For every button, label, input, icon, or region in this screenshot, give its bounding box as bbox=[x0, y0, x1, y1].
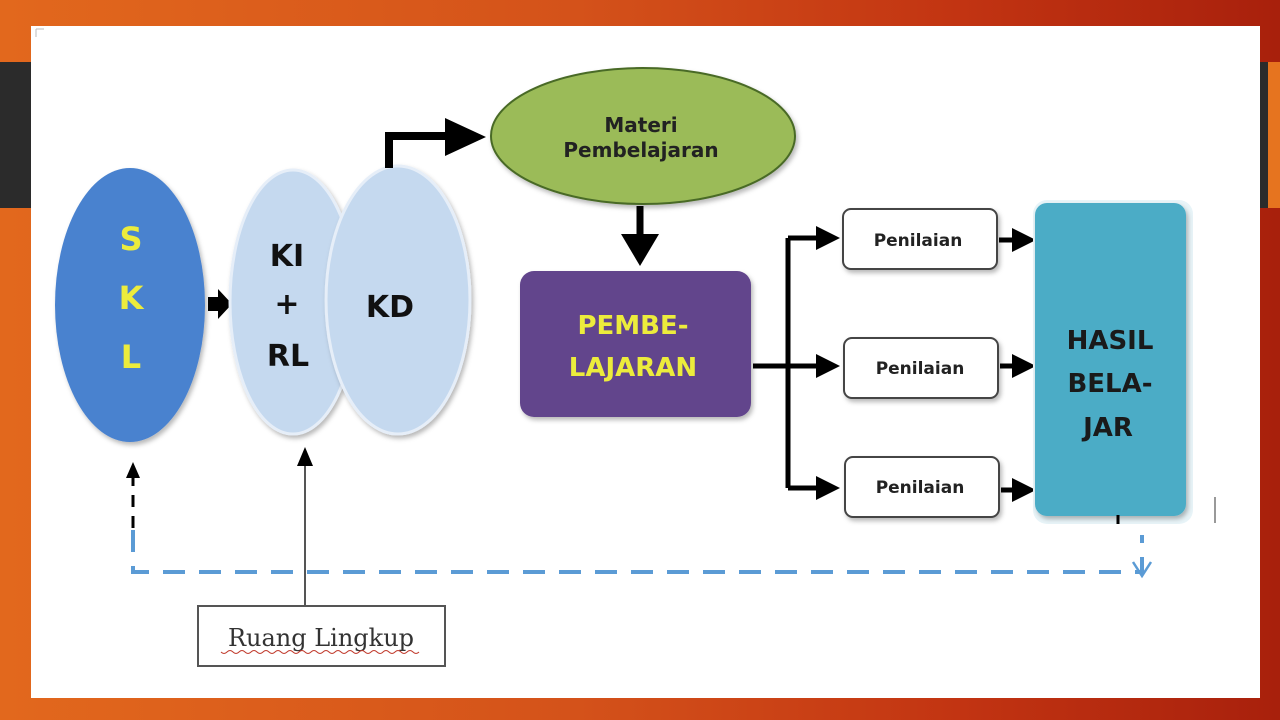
penilaian-label-2: Penilaian bbox=[876, 359, 965, 379]
skl-letter-s: S bbox=[119, 220, 142, 258]
penilaian1-to-hasil-arrowhead bbox=[1012, 228, 1036, 252]
ruang-lingkup-label: Ruang Lingkup bbox=[228, 624, 414, 652]
branch-top-arrowhead bbox=[816, 226, 840, 250]
skl-oval: S K L bbox=[55, 168, 205, 442]
skl-letter-k: K bbox=[119, 279, 145, 317]
hasil-label-line3: JAR bbox=[1081, 413, 1133, 443]
kd-to-materi-connector bbox=[385, 132, 448, 168]
penilaian-box-3: Penilaian bbox=[844, 456, 1000, 518]
spellcheck-underline bbox=[220, 650, 420, 654]
feedback-dashed-line bbox=[131, 530, 1144, 574]
hasil-belajar-box: HASIL BELA- JAR bbox=[1033, 200, 1193, 524]
branch-middle-arrowhead bbox=[816, 354, 840, 378]
skl-letter-l: L bbox=[121, 338, 141, 376]
corner-mark bbox=[35, 28, 44, 37]
kd-label: KD bbox=[366, 290, 414, 325]
skl-arrowhead bbox=[126, 462, 140, 478]
kd-to-materi-arrowhead bbox=[445, 118, 486, 156]
plus-label: + bbox=[274, 287, 299, 322]
materi-pembelajaran-oval: Materi Pembelajaran bbox=[490, 67, 796, 205]
penilaian-label-3: Penilaian bbox=[876, 478, 965, 498]
penilaian-box-1: Penilaian bbox=[842, 208, 998, 270]
ruang-lingkup-to-ki-arrowhead bbox=[297, 447, 313, 466]
ki-label: KI bbox=[270, 239, 304, 274]
penilaian-box-2: Penilaian bbox=[843, 337, 999, 399]
materi-to-pembelajaran-arrowhead bbox=[621, 234, 659, 266]
kd-oval: KD bbox=[324, 164, 472, 436]
hasil-label-line1: HASIL bbox=[1067, 326, 1154, 356]
branch-bottom-arrowhead bbox=[816, 476, 840, 500]
pembelajaran-label-line2: LAJARAN bbox=[569, 353, 697, 383]
ruang-lingkup-box: Ruang Lingkup bbox=[197, 605, 446, 667]
materi-label-line1: Materi bbox=[604, 113, 677, 137]
penilaian-label-1: Penilaian bbox=[874, 231, 963, 251]
rl-label: RL bbox=[267, 339, 309, 374]
pembelajaran-label-line1: PEMBE- bbox=[577, 311, 688, 341]
accent-strip bbox=[1268, 62, 1280, 208]
hasil-label-line2: BELA- bbox=[1067, 369, 1152, 399]
penilaian2-to-hasil-arrowhead bbox=[1012, 354, 1036, 378]
feedback-arrowhead bbox=[1131, 561, 1153, 579]
ki-rl-oval: KI + RL bbox=[228, 168, 358, 436]
penilaian3-to-hasil-arrowhead bbox=[1012, 478, 1036, 502]
pembelajaran-box: PEMBE- LAJARAN bbox=[520, 271, 751, 417]
materi-label-line2: Pembelajaran bbox=[563, 138, 718, 162]
skl-to-ki-arrow bbox=[208, 289, 232, 319]
